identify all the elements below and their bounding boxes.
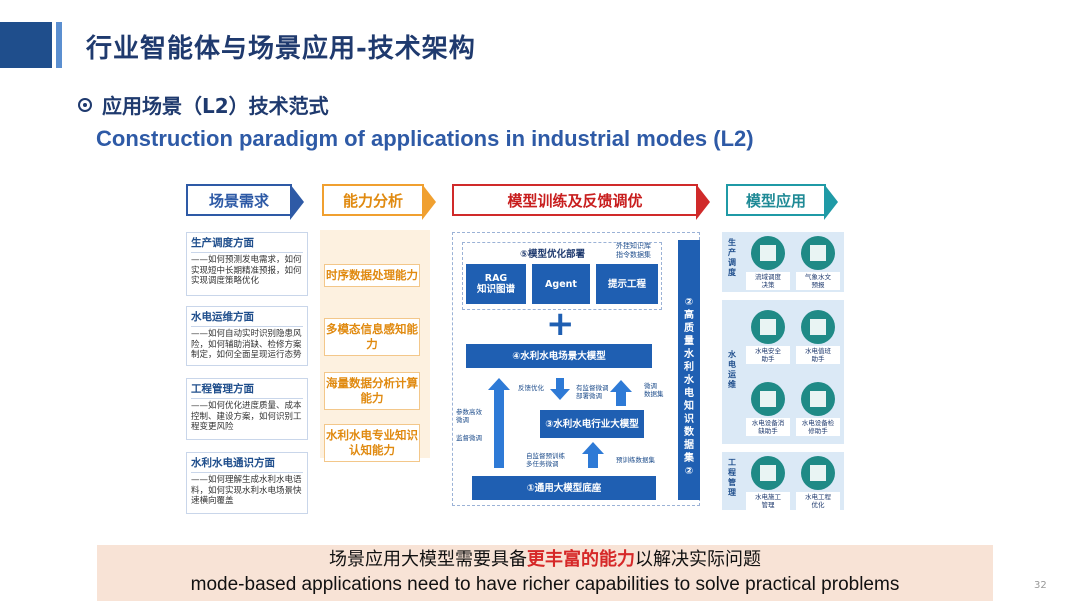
capability-item: 时序数据处理能力 — [324, 264, 420, 287]
dataset-bar: ② 高 质 量 水 利 水 电 知 识 数 据 集 ② — [678, 240, 700, 500]
app-item-label: 气象水文 预报 — [796, 272, 840, 290]
app-item-label: 水电设备消 缺助手 — [746, 418, 790, 436]
rag-box: RAG 知识图谱 — [466, 264, 526, 304]
demand-title: 生产调度方面 — [191, 235, 303, 253]
prompt-engineering-box: 提示工程 — [596, 264, 658, 304]
supervised-ft-label: 监督微调 — [456, 434, 482, 442]
feedback-label: 反馈优化 — [518, 384, 544, 392]
defect-icon — [751, 382, 785, 416]
capability-item: 水利水电专业知识认知能力 — [324, 424, 420, 462]
supervised-label: 有监督微调 部署微调 — [576, 384, 609, 400]
app-item-label: 流域调度 决策 — [746, 272, 790, 290]
page-title: 行业智能体与场景应用-技术架构 — [86, 34, 476, 64]
stage-training-label: 模型训练及反馈调优 — [507, 191, 643, 210]
demand-card: 水电运维方面 ——如何自动实时识别隐患风险，如何辅助消缺、检修方案制定，如何全面… — [186, 306, 308, 366]
subtitle-row: 应用场景（L2）技术范式 — [78, 90, 329, 119]
capability-column: 时序数据处理能力 多模态信息感知能力 海量数据分析计算能力 水利水电专业知识认知… — [320, 230, 430, 462]
app-panel-engineering: 工 程 管 理 水电施工 管理 水电工程 优化 — [722, 452, 844, 510]
factory-icon — [751, 456, 785, 490]
shield-icon — [751, 310, 785, 344]
stage-capability-label: 能力分析 — [342, 191, 403, 210]
dam-icon — [751, 236, 785, 270]
self-supervised-label: 自监督预训练 多任务微调 — [526, 452, 565, 468]
stage-application-label: 模型应用 — [745, 191, 806, 210]
demand-card: 工程管理方面 ——如何优化进度质量、成本控制、建设方案，如何识别工程变更风险 — [186, 378, 308, 440]
demand-title: 水利水电通识方面 — [191, 455, 303, 473]
optimization-box — [462, 242, 662, 310]
up-arrow-icon — [610, 380, 632, 406]
demand-body: ——如何自动实时识别隐患风险，如何辅助消缺、检修方案制定，如何全面呈现运行态势 — [191, 329, 302, 360]
banner-zh-after: 以解决实际问题 — [635, 549, 761, 570]
app-panel-dispatch: 生 产 调 度 流域调度 决策 气象水文 预报 — [722, 232, 844, 292]
app-item-label: 水电值班 助手 — [796, 346, 840, 364]
weather-icon — [801, 236, 835, 270]
stage-demand-label: 场景需求 — [208, 191, 269, 210]
app-item-label: 水电安全 助手 — [746, 346, 790, 364]
app-panel-maintenance: 水 电 运 维 水电安全 助手 水电值班 助手 水电设备消 缺助手 水电设备检 … — [722, 300, 844, 444]
stage-capability: 能力分析 — [322, 184, 436, 220]
header-accent-stripe — [56, 22, 62, 68]
app-item: 水电设备检 修助手 — [796, 382, 840, 436]
capability-item: 多模态信息感知能力 — [324, 318, 420, 356]
repair-icon — [801, 382, 835, 416]
app-item: 水电值班 助手 — [796, 310, 840, 364]
app-item: 流域调度 决策 — [746, 236, 790, 290]
stage-training: 模型训练及反馈调优 — [452, 184, 710, 220]
app-item-label: 水电设备检 修助手 — [796, 418, 840, 436]
demand-title: 工程管理方面 — [191, 381, 303, 399]
app-side-label: 生 产 调 度 — [728, 238, 736, 277]
header-accent-block — [0, 22, 52, 68]
capability-item: 海量数据分析计算能力 — [324, 372, 420, 410]
operator-icon — [801, 310, 835, 344]
app-item: 水电设备消 缺助手 — [746, 382, 790, 436]
demand-card: 水利水电通识方面 ——如何理解生成水利水电语料，如何实现水利水电场景快速横向覆盖 — [186, 452, 308, 514]
demand-title: 水电运维方面 — [191, 309, 303, 327]
finetune-data-label: 微调 数据集 — [644, 382, 664, 398]
app-item: 水电安全 助手 — [746, 310, 790, 364]
summary-banner: 场景应用大模型需要具备更丰富的能力以解决实际问题 mode-based appl… — [97, 545, 993, 601]
app-item: 水电施工 管理 — [746, 456, 790, 510]
app-item: 水电工程 优化 — [796, 456, 840, 510]
banner-en: mode-based applications need to have ric… — [190, 574, 900, 595]
optimization-note: 外挂知识库 指令数据集 — [616, 242, 651, 259]
up-arrow-icon — [488, 378, 510, 468]
scene-model-box: ④水利水电场景大模型 — [466, 344, 652, 368]
optimization-title: ⑤模型优化部署 — [520, 249, 586, 260]
bullet-icon — [78, 97, 92, 112]
stage-demand: 场景需求 — [186, 184, 304, 220]
app-item-label: 水电施工 管理 — [746, 492, 790, 510]
subtitle-zh: 应用场景（L2）技术范式 — [102, 94, 329, 118]
demand-body: ——如何优化进度质量、成本控制、建设方案，如何识别工程变更风险 — [191, 401, 302, 432]
subtitle-en: Construction paradigm of applications in… — [96, 126, 754, 151]
app-side-label: 水 电 运 维 — [728, 350, 736, 389]
plus-icon: + — [546, 304, 575, 344]
down-arrow-icon — [550, 378, 570, 400]
banner-zh: 场景应用大模型需要具备更丰富的能力以解决实际问题 — [97, 545, 993, 573]
app-item: 气象水文 预报 — [796, 236, 840, 290]
param-efficient-label: 参数高效 微调 — [456, 408, 482, 424]
banner-zh-highlight: 更丰富的能力 — [527, 549, 635, 570]
app-item-label: 水电工程 优化 — [796, 492, 840, 510]
up-arrow-icon — [582, 442, 604, 468]
demand-card: 生产调度方面 ——如何预测发电需求，如何实现短中长期精准预报，如何实现调度策略优… — [186, 232, 308, 296]
industry-model-box: ③水利水电行业大模型 — [540, 410, 644, 438]
agent-box: Agent — [532, 264, 590, 304]
app-side-label: 工 程 管 理 — [728, 458, 736, 497]
stage-application: 模型应用 — [726, 184, 838, 220]
base-model-box: ①通用大模型底座 — [472, 476, 656, 500]
demand-body: ——如何理解生成水利水电语料，如何实现水利水电场景快速横向覆盖 — [191, 475, 302, 506]
pretrain-data-label: 预训练数据集 — [616, 456, 655, 464]
engineer-icon — [801, 456, 835, 490]
banner-zh-before: 场景应用大模型需要具备 — [329, 549, 527, 570]
demand-body: ——如何预测发电需求，如何实现短中长期精准预报，如何实现调度策略优化 — [191, 255, 302, 286]
page-number: 32 — [1034, 580, 1047, 591]
